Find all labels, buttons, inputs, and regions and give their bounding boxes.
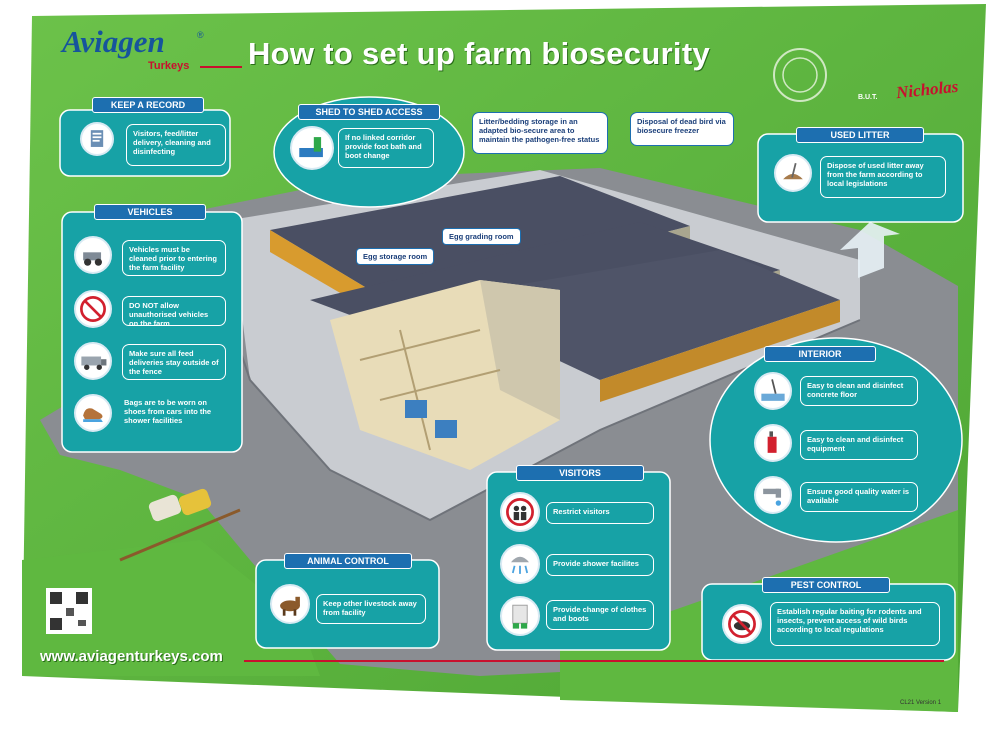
vehicles-title: VEHICLES	[94, 204, 206, 220]
feed-truck-icon	[74, 342, 112, 380]
no-rodent-icon	[722, 604, 762, 644]
shed-access-tip: If no linked corridor provide foot bath …	[338, 128, 434, 168]
registered-mark: ®	[197, 30, 204, 40]
shed-access-title: SHED TO SHED ACCESS	[298, 104, 440, 120]
interior-water-tip: Ensure good quality water is available	[800, 482, 918, 512]
interior-title: INTERIOR	[764, 346, 876, 362]
used-litter-title: USED LITTER	[796, 127, 924, 143]
interior-equipment-tip: Easy to clean and disinfect equipment	[800, 430, 918, 460]
interior-wall	[399, 329, 431, 451]
but-logo-label: B.U.T.	[858, 94, 878, 101]
shower-tip: Provide shower facilites	[546, 554, 654, 576]
keep-record-title: KEEP A RECORD	[92, 97, 204, 113]
dead-bird-callout: Disposal of dead bird via biosecure free…	[630, 112, 734, 146]
version-label: CL21 Version 1	[900, 700, 942, 706]
footer-rule	[244, 660, 944, 662]
egg-storage-label: Egg storage room	[356, 248, 435, 265]
shower-cubicle	[435, 420, 457, 438]
grass-foreground	[22, 540, 320, 676]
disinfect-equipment-icon	[754, 424, 792, 462]
direction-arrow	[840, 222, 900, 278]
vehicle-clean-tip: Vehicles must be cleaned prior to enteri…	[122, 240, 226, 276]
aviagen-logo: Aviagen	[62, 24, 165, 59]
change-clothes-tip: Provide change of clothes and boots	[546, 600, 654, 630]
litter-storage-callout: Litter/bedding storage in an adapted bio…	[472, 112, 608, 154]
page-title: How to set up farm biosecurity	[248, 36, 711, 71]
clean-floor-icon	[754, 372, 792, 410]
shower-cubicle	[405, 400, 427, 418]
pest-control-title: PEST CONTROL	[762, 577, 890, 593]
certification-seal	[773, 48, 827, 102]
change-clothes-icon	[500, 596, 540, 636]
shoe-bags-tip: Bags are to be worn on shoes from cars i…	[124, 398, 212, 425]
wooden-fence	[119, 508, 241, 562]
visitors-title: VISITORS	[516, 465, 644, 481]
foot-bath-icon	[290, 126, 334, 170]
litter-disposal-icon	[774, 154, 812, 192]
shower-icon	[500, 544, 540, 584]
animal-control-title: ANIMAL CONTROL	[284, 553, 412, 569]
no-vehicle-icon	[74, 290, 112, 328]
aviagen-logo-sub: Turkeys	[148, 60, 190, 72]
animal-control-tip: Keep other livestock away from facility	[316, 594, 426, 624]
title-rule	[200, 66, 242, 68]
no-visitors-icon	[500, 492, 540, 532]
egg-grading-label: Egg grading room	[442, 228, 521, 245]
water-tap-icon	[754, 476, 792, 514]
perimeter-fence	[229, 319, 861, 522]
interior-floor-tip: Easy to clean and disinfect concrete flo…	[800, 376, 918, 406]
pest-control-tip: Establish regular baiting for rodents an…	[770, 602, 940, 646]
shed-wall	[600, 300, 840, 402]
interior-wall	[379, 369, 501, 401]
interior-wall	[359, 329, 481, 361]
shoe-cover-icon	[74, 394, 112, 432]
no-vehicle-tip: DO NOT allow unauthorised vehicles on th…	[122, 296, 226, 326]
parked-car	[148, 494, 182, 522]
vehicle-wash-icon	[74, 236, 112, 274]
keep-record-tip: Visitors, feed/litter delivery, cleaning…	[126, 124, 226, 166]
clipboard-icon	[80, 122, 114, 156]
used-litter-tip: Dispose of used litter away from the far…	[820, 156, 946, 198]
restrict-visitors-tip: Restrict visitors	[546, 502, 654, 524]
livestock-icon	[270, 584, 310, 624]
shed-access-panel	[273, 96, 465, 208]
parked-car	[178, 488, 212, 516]
egg-room-wall	[480, 280, 560, 420]
feed-truck-tip: Make sure all feed deliveries stay outsi…	[122, 344, 226, 380]
website-link[interactable]: www.aviagenturkeys.com	[40, 648, 223, 665]
